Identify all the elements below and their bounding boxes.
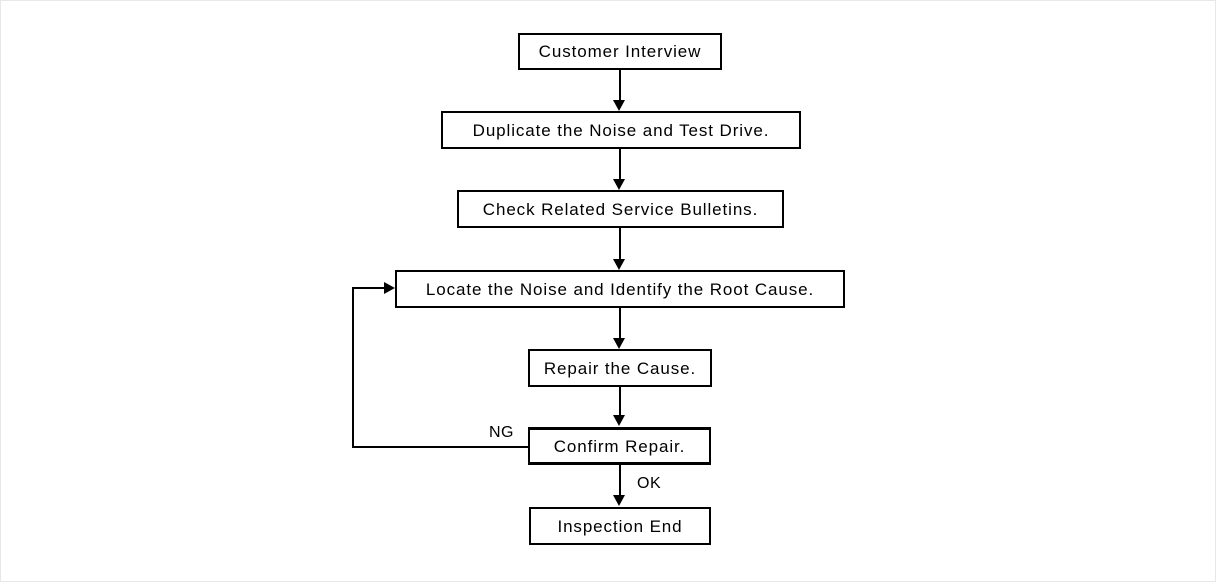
edge-label-ok: OK	[637, 475, 662, 492]
arrowhead-down-repair	[613, 338, 625, 349]
connector-repair-to-confirm	[619, 387, 621, 416]
node-inspection-end[interactable]: Inspection End	[529, 507, 711, 545]
node-locate-noise[interactable]: Locate the Noise and Identify the Root C…	[395, 270, 845, 308]
arrowhead-down-locate	[613, 259, 625, 270]
node-check-bulletins[interactable]: Check Related Service Bulletins.	[457, 190, 784, 228]
arrowhead-down-end	[613, 495, 625, 506]
connector-confirm-to-end	[619, 465, 621, 496]
connector-ng-horizontal-top	[352, 287, 386, 289]
node-repair-cause[interactable]: Repair the Cause.	[528, 349, 712, 387]
arrowhead-down-duplicate	[613, 100, 625, 111]
connector-locate-to-repair	[619, 308, 621, 339]
node-duplicate-noise[interactable]: Duplicate the Noise and Test Drive.	[441, 111, 801, 149]
node-label: Locate the Noise and Identify the Root C…	[425, 279, 815, 299]
node-label: Inspection End	[557, 516, 683, 536]
connector-duplicate-to-bulletins	[619, 149, 621, 180]
edge-label-ng: NG	[489, 424, 514, 441]
node-label: Duplicate the Noise and Test Drive.	[472, 120, 770, 140]
connector-interview-to-duplicate	[619, 70, 621, 101]
connector-bulletins-to-locate	[619, 228, 621, 260]
arrowhead-right-locate	[384, 282, 395, 294]
connector-ng-horizontal-bottom	[352, 446, 529, 448]
node-label: Check Related Service Bulletins.	[482, 199, 759, 219]
node-label: Confirm Repair.	[553, 436, 686, 456]
node-label: Customer Interview	[538, 42, 702, 61]
arrowhead-down-bulletins	[613, 179, 625, 190]
arrowhead-down-confirm	[613, 415, 625, 426]
node-customer-interview[interactable]: Customer Interview	[518, 33, 722, 70]
connector-ng-vertical	[352, 287, 354, 448]
node-confirm-repair[interactable]: Confirm Repair.	[528, 427, 711, 465]
node-label: Repair the Cause.	[543, 358, 697, 378]
